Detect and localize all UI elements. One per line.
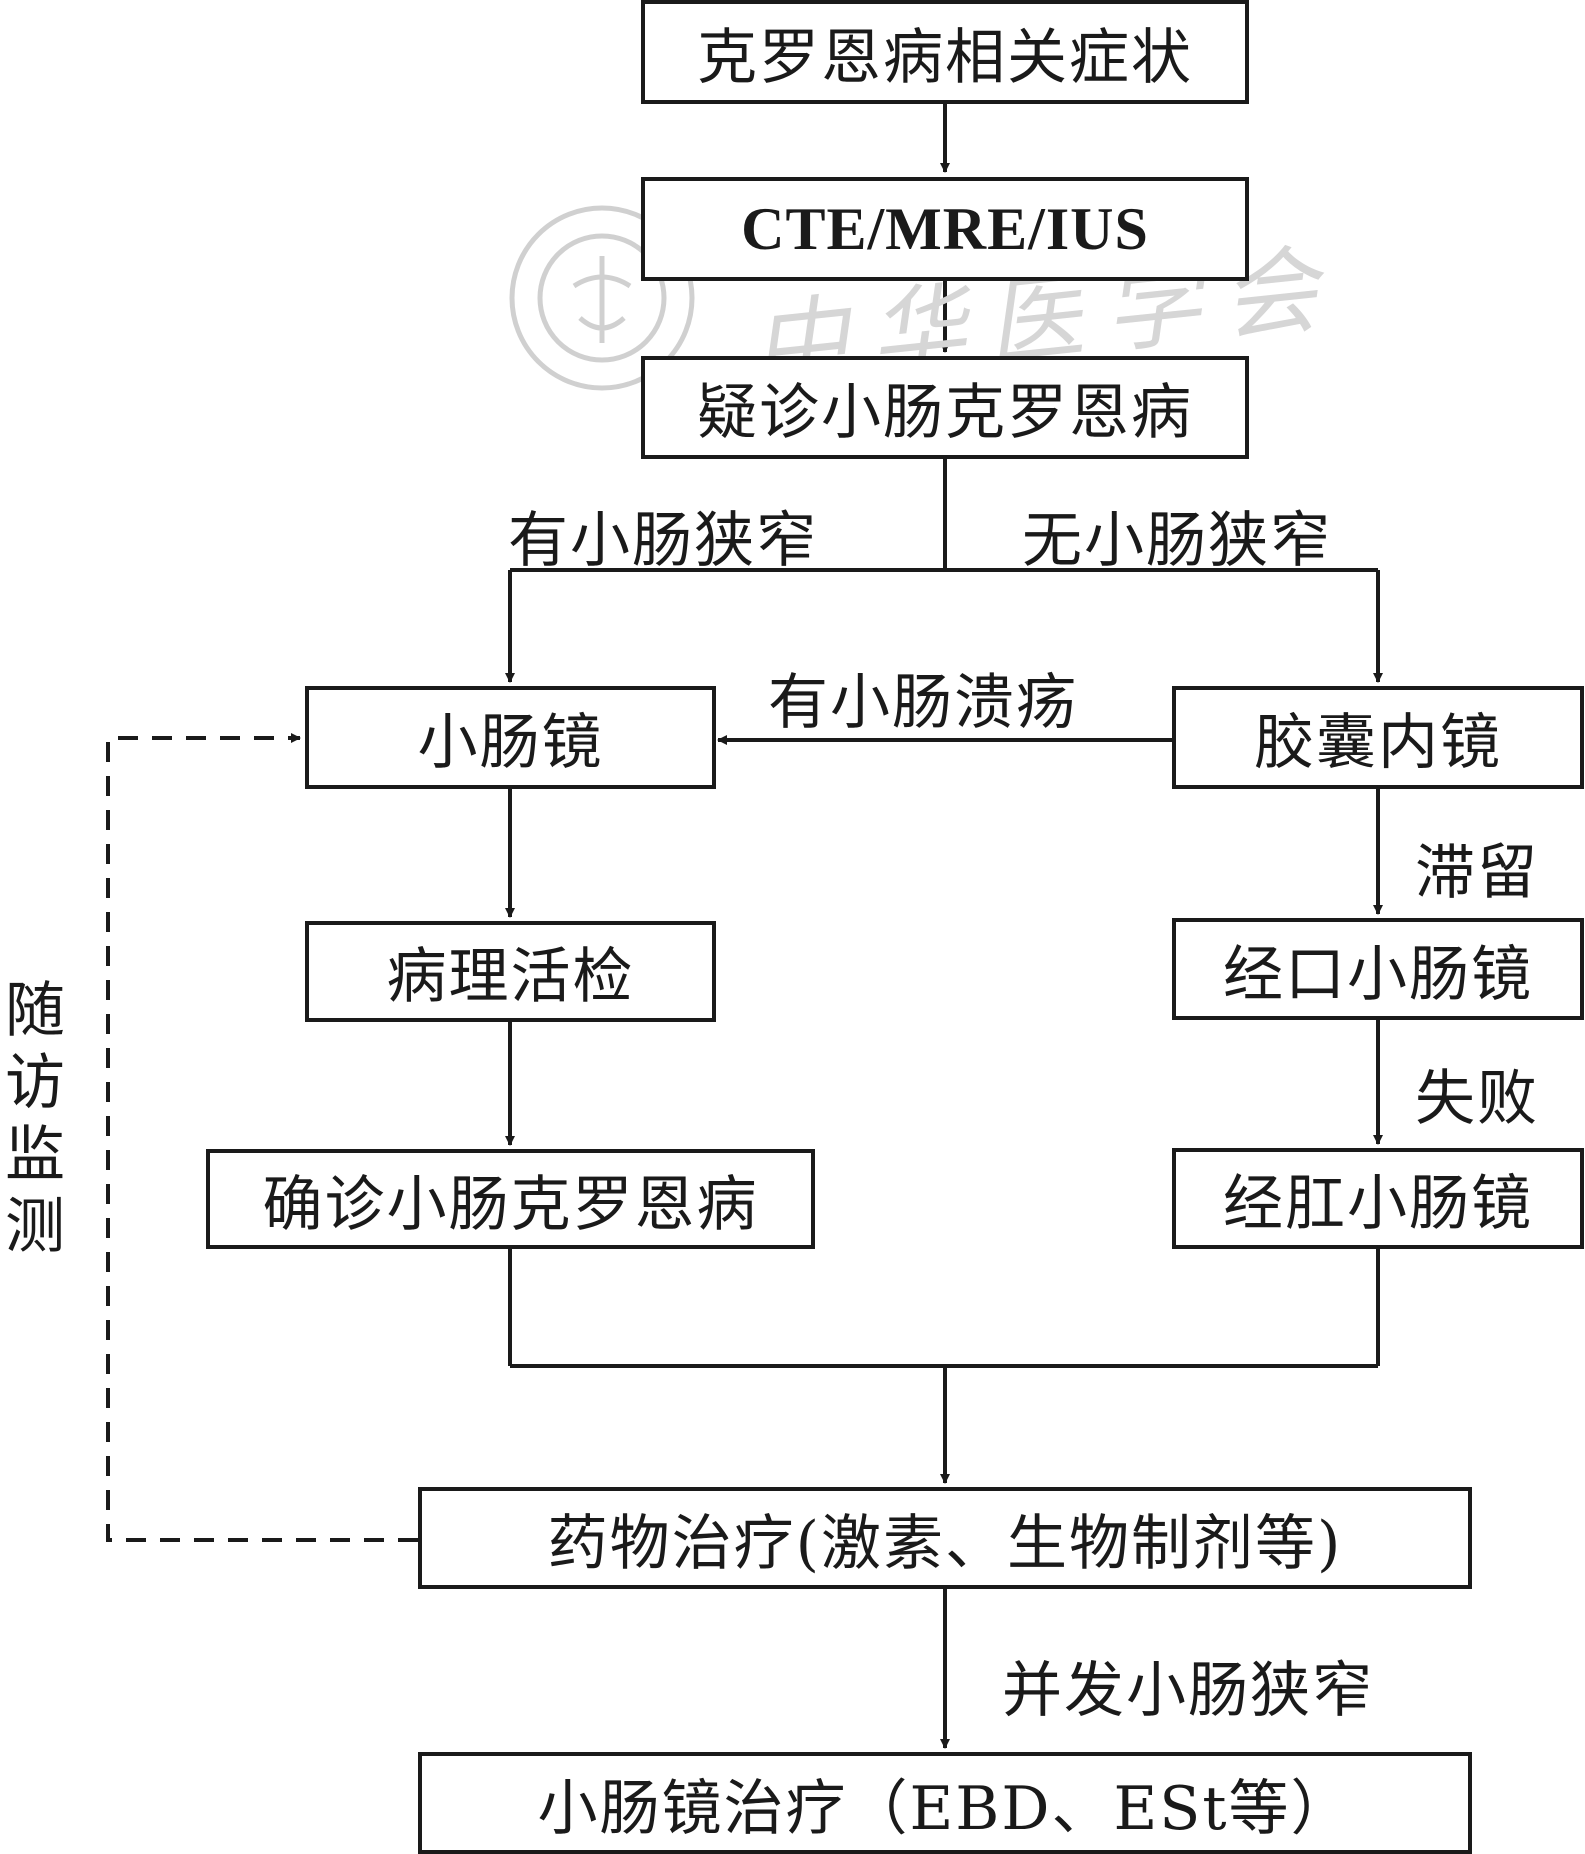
label-without-stricture: 无小肠狭窄 xyxy=(1022,506,1332,576)
node-anal-enteroscopy: 经肛小肠镜 xyxy=(1172,1148,1584,1249)
label-follow-up-char: 测 xyxy=(5,1192,65,1262)
follow-up-dashed-loop xyxy=(106,733,418,1542)
node-imaging: CTE/MRE/IUS xyxy=(641,177,1249,281)
label-with-stricture: 有小肠狭窄 xyxy=(508,506,818,576)
node-symptoms: 克罗恩病相关症状 xyxy=(641,0,1249,104)
label-with-ulcer: 有小肠溃疡 xyxy=(768,668,1078,738)
node-oral-enteroscopy: 经口小肠镜 xyxy=(1172,918,1584,1020)
label-follow-up: 随访监测 xyxy=(0,975,70,1263)
label-failure: 失败 xyxy=(1415,1064,1539,1134)
label-follow-up-char: 监 xyxy=(5,1120,65,1190)
node-capsule: 胶囊内镜 xyxy=(1172,686,1584,789)
label-complication: 并发小肠狭窄 xyxy=(1002,1656,1374,1726)
label-follow-up-char: 访 xyxy=(5,1048,65,1118)
watermark-seal-icon xyxy=(509,205,695,391)
label-follow-up-char: 随 xyxy=(5,976,65,1046)
node-confirmed: 确诊小肠克罗恩病 xyxy=(206,1149,815,1249)
node-drug-therapy: 药物治疗(激素、生物制剂等) xyxy=(418,1487,1472,1589)
node-biopsy: 病理活检 xyxy=(305,921,716,1022)
node-enteroscopy: 小肠镜 xyxy=(305,686,716,789)
label-retention: 滞留 xyxy=(1415,838,1539,908)
node-suspected: 疑诊小肠克罗恩病 xyxy=(641,356,1249,459)
node-endo-therapy: 小肠镜治疗（EBD、ESt等） xyxy=(418,1752,1472,1854)
